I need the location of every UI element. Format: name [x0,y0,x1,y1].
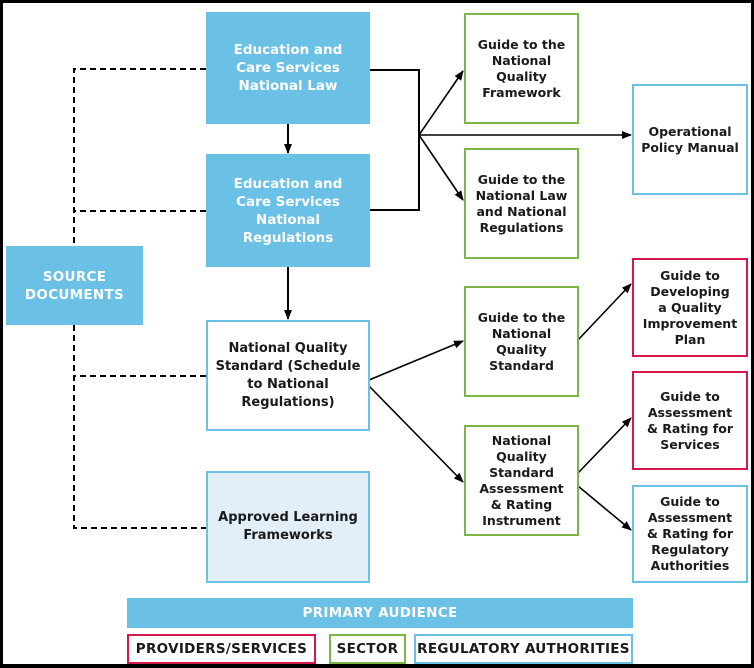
national-quality-standard-box: National Quality Standard (Schedule to N… [206,320,370,431]
dashed-connector-source-down [73,325,206,529]
guide-ar-services-box: Guide to Assessment & Rating for Service… [632,371,748,470]
arrow-nqs-to-guide-nqs [368,340,464,381]
operational-policy-manual-box: Operational Policy Manual [632,84,748,195]
approved-learning-frameworks-box: Approved Learning Frameworks [206,471,370,583]
source-documents-label: SOURCE DOCUMENTS [6,246,143,325]
bracket-law-regulations [369,69,420,211]
primary-audience-heading: PRIMARY AUDIENCE [127,598,633,628]
legend-sector: SECTOR [329,634,406,664]
guide-nqs-box: Guide to the National Quality Standard [464,286,579,397]
arrow-instrument-to-ar-regulatory [577,485,632,531]
legend-providers-services: PROVIDERS/SERVICES [127,634,316,664]
legend-regulatory-authorities: REGULATORY AUTHORITIES [414,634,633,664]
national-regulations-box: Education and Care Services National Reg… [206,154,370,267]
guide-qip-box: Guide to Developing a Quality Improvemen… [632,258,748,357]
guide-nqf-box: Guide to the National Quality Framework [464,13,579,124]
guide-ar-regulatory-box: Guide to Assessment & Rating for Regulat… [632,485,748,583]
nqs-ar-instrument-box: National Quality Standard Assessment & R… [464,425,579,536]
arrow-nqs-to-ar-instrument [368,385,464,483]
dashed-connector-national-law [73,68,206,246]
arrow-to-guide-law-regs [418,134,464,201]
arrow-guide-nqs-to-qip [577,283,632,341]
arrow-instrument-to-ar-services [577,417,632,474]
national-law-box: Education and Care Services National Law [206,12,370,124]
arrow-to-guide-nqf [418,70,464,136]
guide-law-regs-box: Guide to the National Law and National R… [464,148,579,259]
